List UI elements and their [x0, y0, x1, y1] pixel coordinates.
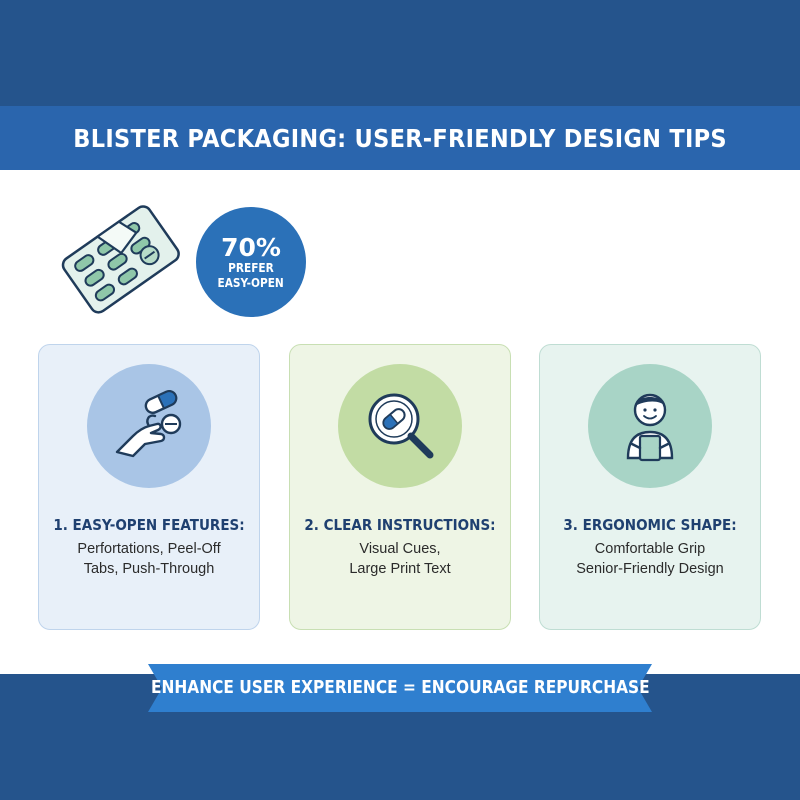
tip-card-clear-instructions: 2. CLEAR INSTRUCTIONS: Visual Cues, Larg… [289, 344, 511, 630]
card-description-line: Visual Cues, [359, 541, 441, 557]
card-heading: 1. EASY-OPEN FEATURES: [53, 516, 245, 534]
card-heading: 3. ERGONOMIC SHAPE: [563, 516, 737, 534]
top-band [0, 0, 800, 106]
card-heading: 2. CLEAR INSTRUCTIONS: [304, 516, 496, 534]
tip-card-ergonomic-shape: 3. ERGONOMIC SHAPE: Comfortable Grip Sen… [539, 344, 761, 630]
card-description: Perfortations, Peel-Off Tabs, Push-Throu… [39, 539, 259, 579]
card-description-line: Comfortable Grip [594, 541, 706, 557]
card-description-line: Perfortations, Peel-Off [77, 541, 221, 557]
card-description: Comfortable Grip Senior-Friendly Design [540, 539, 760, 579]
page-title: BLISTER PACKAGING: USER-FRIENDLY DESIGN … [73, 123, 727, 153]
stat-label-line1: PREFER [228, 260, 274, 275]
blister-pack-icon [55, 195, 185, 325]
banner-text: ENHANCE USER EXPERIENCE = ENCOURAGE REPU… [150, 678, 650, 698]
card-description-line: Tabs, Push-Through [83, 561, 215, 577]
stat-label-line2: EASY-OPEN [217, 275, 285, 290]
title-bar: BLISTER PACKAGING: USER-FRIENDLY DESIGN … [0, 106, 800, 170]
card-description-line: Senior-Friendly Design [576, 561, 724, 577]
bottom-ribbon-banner: ENHANCE USER EXPERIENCE = ENCOURAGE REPU… [148, 664, 652, 712]
tip-card-easy-open: 1. EASY-OPEN FEATURES: Perfortations, Pe… [38, 344, 260, 630]
card-description-line: Large Print Text [349, 561, 451, 577]
stat-value: 70% [221, 232, 281, 262]
hand-pill-icon [87, 364, 211, 488]
person-holding-icon [588, 364, 712, 488]
card-description: Visual Cues, Large Print Text [290, 539, 510, 579]
magnifier-pill-icon [338, 364, 462, 488]
stat-badge: 70% PREFER EASY-OPEN [196, 207, 306, 317]
